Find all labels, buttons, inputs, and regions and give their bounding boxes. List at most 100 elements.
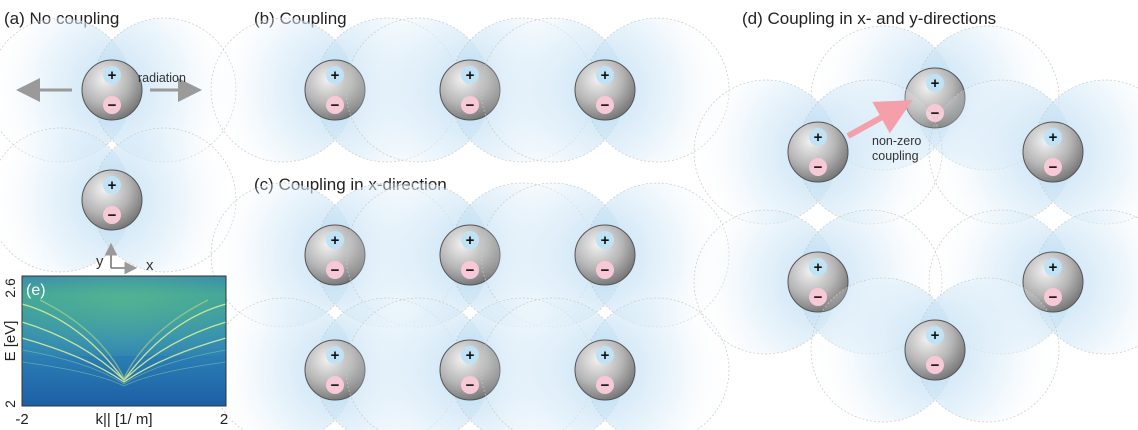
panel-e-label: (e): [26, 282, 46, 299]
positive-charge: [103, 176, 121, 194]
plus-sign: +: [931, 75, 940, 92]
minus-sign: −: [466, 377, 475, 394]
positive-charge: [326, 231, 344, 249]
minus-sign: −: [108, 97, 117, 114]
negative-charge: [326, 261, 344, 279]
plus-sign: +: [108, 67, 117, 84]
minus-sign: −: [931, 105, 940, 122]
minus-sign: −: [466, 97, 475, 114]
ytick-bottom: 2: [2, 400, 18, 408]
negative-charge: [461, 261, 479, 279]
particle-sphere: [574, 339, 636, 401]
particle-sphere: [1022, 251, 1084, 313]
dispersion-xlabel: k|| [1/ m]: [96, 411, 153, 428]
positive-charge: [926, 326, 944, 344]
particle-sphere: [787, 251, 849, 313]
negative-charge: [809, 288, 827, 306]
positive-charge: [596, 231, 614, 249]
negative-charge: [596, 96, 614, 114]
plus-sign: +: [331, 67, 340, 84]
coupling-note-line2: coupling: [872, 149, 919, 163]
minus-sign: −: [108, 207, 117, 224]
particle-sphere: [574, 224, 636, 286]
plus-sign: +: [466, 67, 475, 84]
plus-sign: +: [1049, 129, 1058, 146]
positive-charge: [1044, 258, 1062, 276]
negative-charge: [326, 96, 344, 114]
positive-charge: [326, 66, 344, 84]
plus-sign: +: [931, 327, 940, 344]
minus-sign: −: [814, 289, 823, 306]
minus-sign: −: [331, 262, 340, 279]
ytick-top: 2.6: [2, 278, 18, 298]
panel-d-title: (d) Coupling in x- and y-directions: [742, 9, 996, 28]
axis-x-label: x: [146, 257, 154, 274]
xy-axis-icon: [104, 242, 138, 275]
dipole: +−: [928, 79, 1138, 225]
particle-sphere: [904, 319, 966, 381]
positive-charge: [809, 128, 827, 146]
negative-charge: [926, 356, 944, 374]
negative-charge: [461, 376, 479, 394]
plus-sign: +: [331, 347, 340, 364]
dipole: +−: [810, 277, 1060, 423]
particle-sphere: [1022, 121, 1084, 183]
plus-sign: +: [601, 347, 610, 364]
dipole: +−: [480, 182, 730, 328]
xtick-right: 2: [220, 411, 228, 428]
positive-charge: [596, 66, 614, 84]
plus-sign: +: [601, 67, 610, 84]
dipole: +−: [480, 17, 730, 163]
coupling-note-line1: non-zero: [872, 134, 921, 148]
negative-charge: [1044, 288, 1062, 306]
dispersion-ylabel: E [eV]: [2, 321, 19, 362]
minus-sign: −: [601, 262, 610, 279]
plus-sign: +: [814, 259, 823, 276]
positive-charge: [809, 258, 827, 276]
plus-sign: +: [331, 232, 340, 249]
minus-sign: −: [601, 97, 610, 114]
minus-sign: −: [1049, 159, 1058, 176]
negative-charge: [326, 376, 344, 394]
negative-charge: [461, 96, 479, 114]
minus-sign: −: [601, 377, 610, 394]
negative-charge: [596, 376, 614, 394]
plus-sign: +: [108, 177, 117, 194]
minus-sign: −: [331, 377, 340, 394]
plus-sign: +: [466, 232, 475, 249]
particle-sphere: [787, 121, 849, 183]
minus-sign: −: [1049, 289, 1058, 306]
minus-sign: −: [466, 262, 475, 279]
positive-charge: [926, 74, 944, 92]
minus-sign: −: [931, 357, 940, 374]
axis-y-label: y: [96, 253, 104, 270]
coupling-arrow: [846, 100, 913, 139]
negative-charge: [596, 261, 614, 279]
xtick-left: -2: [15, 411, 28, 428]
plus-sign: +: [601, 232, 610, 249]
negative-charge: [103, 206, 121, 224]
minus-sign: −: [814, 159, 823, 176]
negative-charge: [103, 96, 121, 114]
dipole: +−: [480, 297, 730, 430]
plus-sign: +: [1049, 259, 1058, 276]
radiation-label: radiation: [138, 71, 186, 85]
negative-charge: [1044, 158, 1062, 176]
positive-charge: [461, 346, 479, 364]
dipole: +−: [0, 127, 237, 273]
particle-sphere: [81, 59, 143, 121]
positive-charge: [461, 231, 479, 249]
minus-sign: −: [331, 97, 340, 114]
plus-sign: +: [814, 129, 823, 146]
dispersion-bands: [21, 299, 227, 383]
particle-sphere: [574, 59, 636, 121]
positive-charge: [326, 346, 344, 364]
positive-charge: [461, 66, 479, 84]
particle-sphere: [81, 169, 143, 231]
negative-charge: [809, 158, 827, 176]
positive-charge: [103, 66, 121, 84]
dispersion-plot: [21, 275, 227, 407]
positive-charge: [1044, 128, 1062, 146]
positive-charge: [596, 346, 614, 364]
